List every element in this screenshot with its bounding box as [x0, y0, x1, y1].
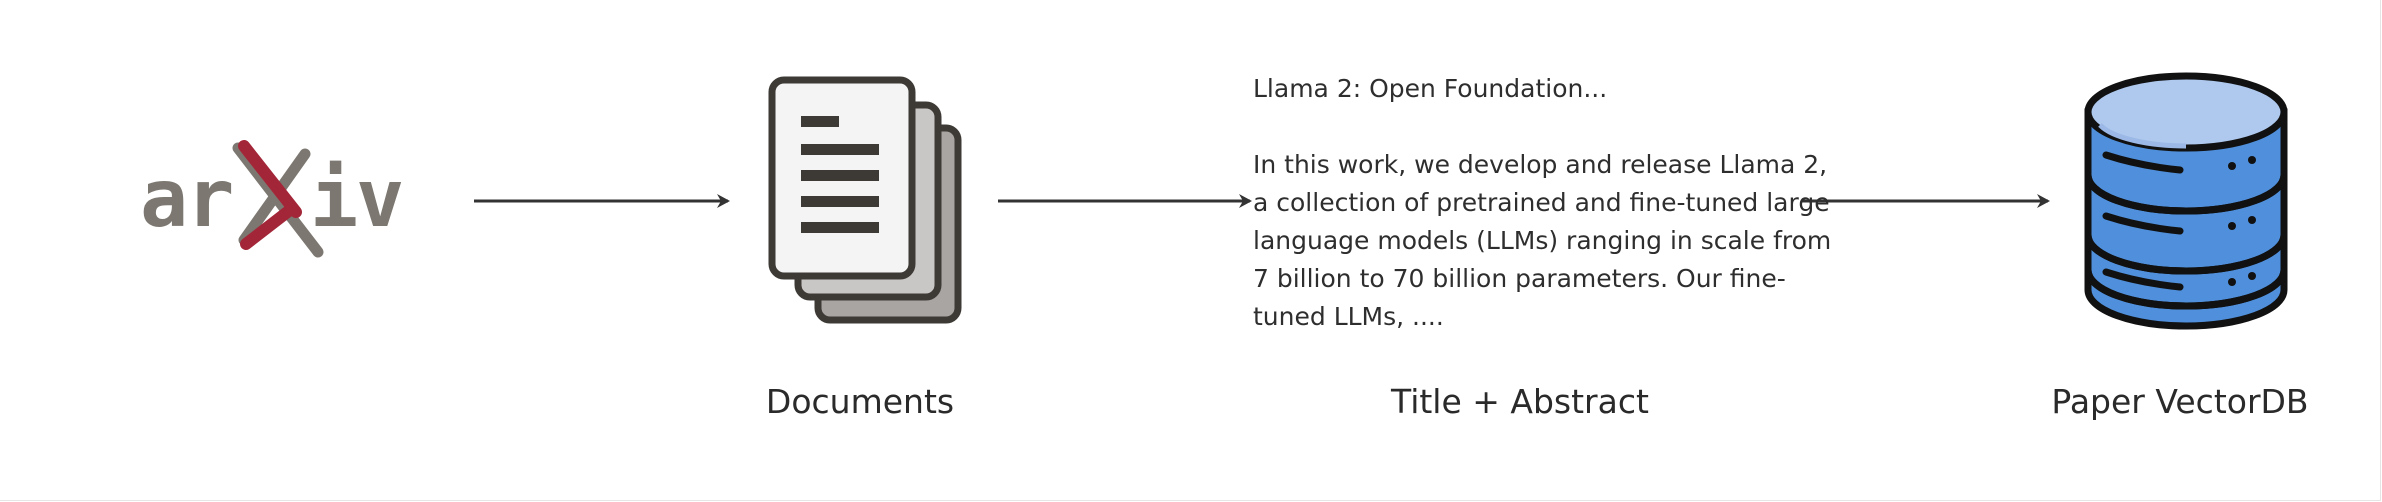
document-line: [801, 222, 879, 233]
arxiv-logo-text-right: iv: [310, 152, 402, 245]
database-dot: [2228, 162, 2236, 170]
document-line: [801, 196, 879, 207]
database-seam: [2084, 269, 2288, 310]
abstract-paper-title: Llama 2: Open Foundation...: [1253, 74, 1608, 103]
database-seam: [2084, 234, 2288, 275]
database-dot: [2248, 156, 2256, 164]
database-stripe: [2102, 212, 2184, 235]
database-dot: [2228, 278, 2236, 286]
abstract-line: language models (LLMs) ranging in scale …: [1253, 226, 1832, 255]
arxiv-logo-text-left: ar: [140, 152, 232, 245]
documents-icon: [768, 76, 962, 324]
arxiv-logo-x-gray-upper: [238, 148, 311, 246]
arxiv-logo-x-red-stroke: [238, 140, 302, 218]
database-stripe: [2102, 268, 2184, 291]
documents-label: Documents: [765, 382, 955, 421]
database-dot: [2248, 216, 2256, 224]
database-stripe: [2102, 151, 2184, 174]
document-line: [801, 170, 879, 181]
database-seam: [2084, 174, 2288, 215]
abstract-text: Llama 2: Open Foundation... In this work…: [1253, 70, 1832, 336]
abstract-line: In this work, we develop and release Lla…: [1253, 150, 1828, 179]
database-dot: [2248, 272, 2256, 280]
database-dot: [2228, 222, 2236, 230]
abstract-line: tuned LLMs, ....: [1253, 302, 1444, 331]
abstract-spacer: [1253, 108, 1813, 146]
arxiv-logo-x-red-lower: [240, 204, 296, 250]
vectordb-label: Paper VectorDB: [2051, 382, 2309, 421]
abstract-line: a collection of pretrained and fine-tune…: [1253, 188, 1830, 217]
arxiv-logo: ar iv: [140, 140, 404, 258]
document-line: [801, 116, 839, 127]
abstract-line: 7 billion to 70 billion parameters. Our …: [1253, 264, 1786, 293]
database-icon: [2084, 72, 2288, 330]
document-line: [801, 144, 879, 155]
title-abstract-label: Title + Abstract: [1391, 382, 1649, 421]
database-top-highlight: [2098, 123, 2187, 149]
